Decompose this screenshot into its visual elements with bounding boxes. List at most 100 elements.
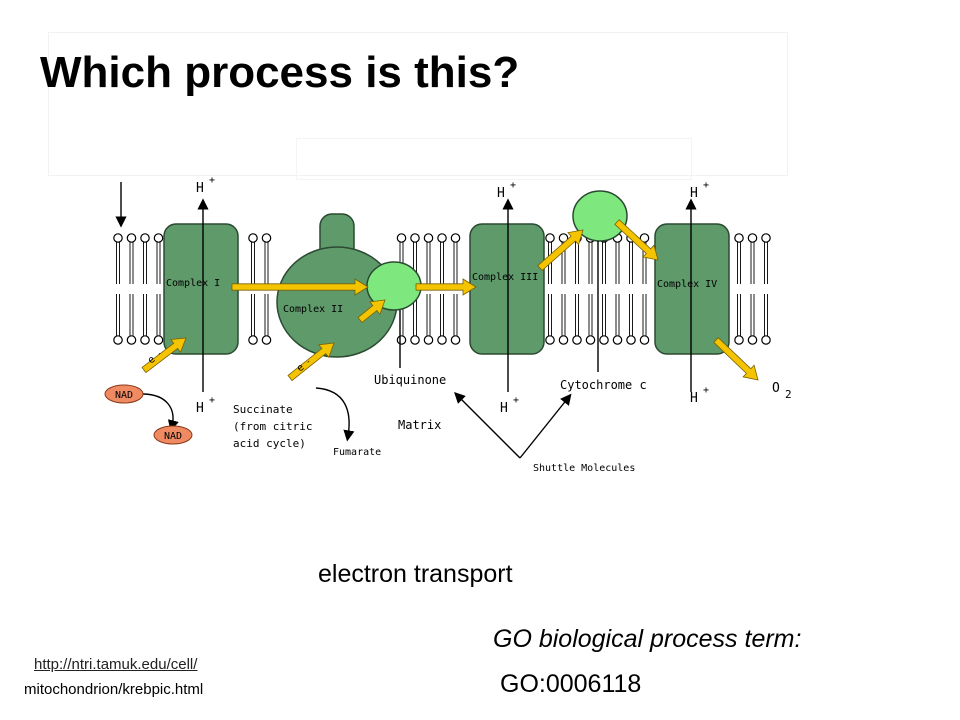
cytochrome-c-label: Cytochrome c — [560, 378, 647, 392]
electron-flow-arrow — [357, 299, 386, 324]
lipid-head — [248, 335, 258, 345]
subtitle-placeholder-box — [296, 138, 692, 180]
lipid-head — [558, 233, 569, 243]
slide-title: Which process is this? — [40, 48, 520, 97]
oxygen-label: O — [772, 381, 780, 396]
go-term-id: GO:0006118 — [500, 670, 642, 698]
succinate-line-3: acid cycle) — [233, 437, 306, 450]
lipid-head — [639, 335, 650, 345]
lipid-head — [572, 335, 582, 345]
complex-3-shape — [469, 223, 545, 355]
lipid-head — [585, 335, 596, 345]
shuttle-line-left — [454, 392, 521, 459]
source-link[interactable]: http://ntri.tamuk.edu/cell/ — [34, 656, 198, 673]
answer-text: electron transport — [318, 560, 513, 588]
lipid-head — [423, 335, 434, 345]
source-path: mitochondrion/krebpic.html — [24, 681, 204, 698]
proton-bottom-4: H — [690, 391, 698, 406]
lipid-head — [558, 335, 569, 345]
title-placeholder-box — [48, 32, 788, 176]
proton-top-4: H — [690, 186, 698, 201]
fumarate-label: Fumarate — [333, 447, 381, 458]
proton-bottom-4-charge: + — [703, 385, 709, 396]
lipid-head — [437, 335, 447, 345]
complex-1-label: Complex I — [166, 278, 220, 289]
cytochrome-c-carrier — [572, 190, 628, 242]
lipid-head — [612, 335, 623, 345]
lipid-head — [410, 335, 420, 345]
shuttle-molecules-label: Shuttle Molecules — [533, 463, 635, 474]
complex-2-label: Complex II — [283, 304, 343, 315]
nad-oval-top — [104, 384, 144, 404]
proton-top-4-charge: + — [703, 180, 709, 191]
proton-bottom-3: H — [500, 401, 508, 416]
lipid-head — [261, 233, 272, 243]
lipid-head — [437, 233, 447, 243]
lipid-head — [396, 335, 407, 345]
ubiquinone-label: Ubiquinone — [374, 373, 446, 387]
lipid-head — [153, 335, 164, 345]
lipid-head — [734, 233, 744, 243]
nad-curve-arrow — [141, 393, 179, 432]
lipid-head — [599, 335, 609, 345]
electron-flow-arrow — [537, 229, 584, 271]
complex-4-shape — [654, 223, 730, 355]
electron-flow-arrow — [713, 337, 759, 381]
lipid-head — [126, 335, 137, 345]
lipid-head — [761, 335, 771, 345]
proton-bottom-1: H — [196, 401, 204, 416]
lipid-head — [153, 233, 164, 243]
succinate-line-2: (from citric — [233, 420, 312, 433]
lipid-head — [126, 233, 137, 243]
nad-oval-bottom — [153, 425, 193, 445]
lipid-head — [113, 233, 123, 243]
electron-label-2-charge: - — [304, 357, 313, 367]
proton-bottom-3-charge: + — [513, 395, 519, 406]
electron-label-1: e — [146, 354, 158, 366]
electron-flow-arrows — [141, 219, 759, 382]
shuttle-line-right — [519, 393, 572, 459]
lipid-head — [639, 233, 650, 243]
complex-1-shape — [163, 223, 239, 355]
electron-label-1-charge: - — [155, 349, 164, 359]
lipid-head — [545, 335, 555, 345]
electron-flow-arrow — [287, 342, 335, 382]
lipid-head — [248, 233, 258, 243]
proton-bottom-1-charge: + — [209, 395, 215, 406]
oxygen-subscript: 2 — [785, 388, 792, 401]
electron-flow-arrow — [141, 337, 187, 374]
electron-label-2: e — [295, 362, 307, 374]
electron-flow-arrow — [614, 219, 659, 261]
lipid-head — [113, 335, 123, 345]
lipid-head — [761, 233, 771, 243]
lipid-head — [545, 233, 555, 243]
lipid-head — [450, 335, 461, 345]
matrix-label: Matrix — [398, 418, 441, 432]
nad-label-top: NAD — [115, 390, 133, 401]
lipid-head — [747, 233, 758, 243]
go-term-label: GO biological process term: — [493, 625, 802, 653]
lipid-head — [450, 233, 461, 243]
electron-flow-arrow — [415, 278, 477, 296]
electron-flow-arrow — [231, 278, 369, 296]
lipid-head — [140, 233, 150, 243]
succinate-line-1: Succinate — [233, 403, 293, 416]
proton-top-3: H — [497, 186, 505, 201]
proton-labels: H + H + H + H + H + H + — [196, 175, 709, 416]
proton-top-1: H — [196, 181, 204, 196]
lipid-head — [423, 233, 434, 243]
lipid-head — [140, 335, 150, 345]
complex-3-label: Complex III — [472, 272, 538, 283]
lipid-head — [734, 335, 744, 345]
fumarate-curve-arrow — [315, 387, 355, 442]
lipid-head — [261, 335, 272, 345]
proton-top-3-charge: + — [510, 180, 516, 191]
lipid-head — [410, 233, 420, 243]
complex-4-label: Complex IV — [657, 279, 717, 290]
lipid-head — [747, 335, 758, 345]
lipid-head — [626, 335, 636, 345]
nad-label-bottom: NAD — [164, 431, 182, 442]
proton-top-1-charge: + — [209, 175, 215, 186]
lipid-head — [396, 233, 407, 243]
